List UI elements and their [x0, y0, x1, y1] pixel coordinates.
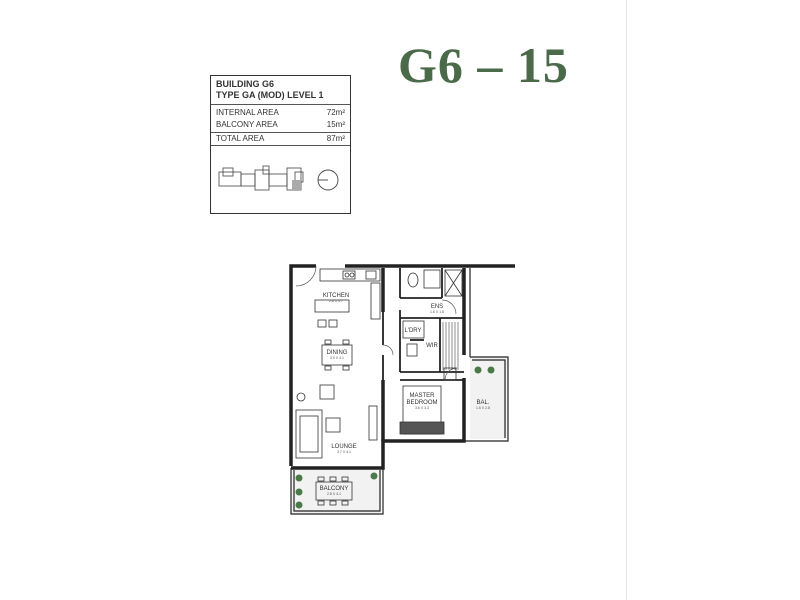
building-label: BUILDING G6 — [216, 79, 275, 89]
master-bedroom-dims: 3.6 X 3.3 — [415, 406, 429, 410]
kitchen-dims: 2.8 X 4.7 — [329, 299, 343, 303]
balcony-railings — [290, 268, 509, 515]
wardrobe-hanging-lines — [442, 322, 459, 370]
total-area-value: 87m² — [326, 134, 345, 143]
info-row-internal: INTERNAL AREA 72m² — [211, 107, 350, 119]
info-row-total: TOTAL AREA 87m² — [211, 132, 350, 146]
info-heading: BUILDING G6 TYPE GA (MOD) LEVEL 1 — [211, 76, 350, 105]
key-plan-diagram — [218, 165, 339, 191]
info-row-balcony: BALCONY AREA 15m² — [211, 119, 350, 131]
plant-icon — [295, 366, 495, 509]
lounge-furniture — [295, 384, 378, 459]
internal-area-label: INTERNAL AREA — [216, 108, 279, 117]
balcony-dims: 2.8 X 4.1 — [327, 492, 341, 496]
type-label: TYPE GA (MOD) LEVEL 1 — [216, 90, 324, 100]
ensuite-label: ENS — [431, 304, 443, 310]
wir-label: WIR — [426, 343, 438, 349]
key-plan-highlight — [292, 180, 301, 190]
kitchen-fixtures — [314, 268, 381, 328]
master-bedroom-label-2: BEDROOM — [406, 400, 437, 406]
internal-walls — [382, 268, 464, 381]
side-balcony-dims: 1.6 X 2.8 — [476, 406, 490, 410]
dining-table — [321, 339, 353, 371]
balcony-area-label: BALCONY AREA — [216, 120, 278, 129]
balcony-table — [315, 476, 353, 506]
internal-area-value: 72m² — [326, 108, 345, 117]
exterior-walls — [289, 264, 515, 470]
dining-dims: 3.0 X 4.1 — [330, 356, 344, 360]
unit-info-box: BUILDING G6 TYPE GA (MOD) LEVEL 1 INTERN… — [210, 75, 351, 214]
lounge-dims: 3.7 X 4.1 — [337, 450, 351, 454]
page-edge-line — [626, 0, 634, 600]
ensuite-dims: 1.6 X 1.8 — [430, 310, 444, 314]
side-balcony-label: BAL. — [476, 400, 489, 406]
bed — [399, 367, 457, 435]
master-bedroom-label-1: MASTER — [409, 393, 435, 399]
balcony-area-value: 15m² — [326, 120, 345, 129]
laundry-label: L'DRY — [404, 328, 421, 334]
dining-label: DINING — [327, 350, 348, 356]
ensuite-fixtures — [407, 269, 463, 297]
lounge-label: LOUNGE — [331, 444, 356, 450]
kitchen-label: KITCHEN — [323, 293, 349, 299]
unit-title: G6 – 15 — [398, 37, 569, 93]
total-area-label: TOTAL AREA — [216, 134, 265, 143]
balcony-label: BALCONY — [320, 486, 349, 492]
